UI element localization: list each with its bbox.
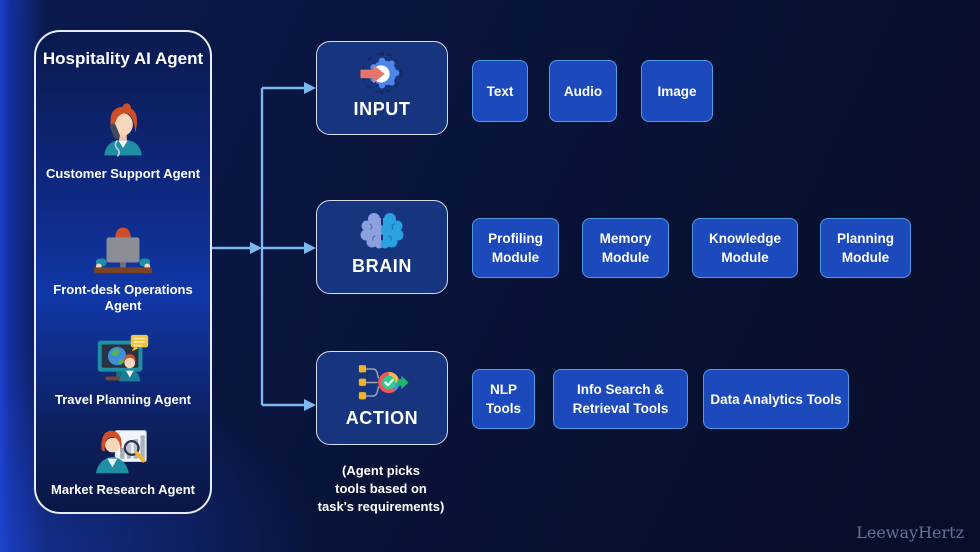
market-research-icon [95, 430, 147, 474]
tool-box-data-analytics-tools: Data Analytics Tools [703, 369, 849, 429]
tool-box-profiling-module: Profiling Module [472, 218, 559, 278]
module-label: INPUT [353, 99, 411, 119]
agent-item-travel-planning: Travel Planning Agent [43, 332, 203, 408]
agent-label: Customer Support Agent [45, 166, 201, 181]
agent-label: Front-desk Operations Agent [53, 282, 193, 313]
input-icon [360, 51, 404, 95]
tool-box-knowledge-module: Knowledge Module [692, 218, 798, 278]
customer-support-icon [104, 103, 142, 157]
action-caption: (Agent picks tools based on task's requi… [291, 462, 471, 516]
action-icon [358, 365, 409, 400]
tool-box-nlp-tools: NLP Tools [472, 369, 535, 429]
agent-label: Travel Planning Agent [54, 392, 192, 407]
agent-label: Market Research Agent [50, 482, 195, 497]
module-box-input: INPUT [316, 41, 448, 135]
tool-box-text: Text [472, 60, 528, 122]
agent-item-customer-support: Customer Support Agent [43, 100, 203, 182]
module-label: ACTION [345, 408, 419, 428]
tool-box-memory-module: Memory Module [582, 218, 669, 278]
tool-box-planning-module: Planning Module [820, 218, 911, 278]
leewayhertz-logo: LeewayHertz [856, 523, 964, 542]
front-desk-operations-icon [93, 227, 153, 274]
module-box-action: ACTION [316, 351, 448, 445]
travel-planning-icon [97, 334, 149, 382]
agent-item-front-desk: Front-desk Operations Agent [43, 218, 203, 314]
tool-box-audio: Audio [549, 60, 617, 122]
caption-line: (Agent picks [341, 463, 420, 478]
panel-title: Hospitality AI Agent [42, 49, 204, 68]
module-label: BRAIN [352, 256, 412, 276]
tool-box-info-search-retrieval: Info Search & Retrieval Tools [553, 369, 688, 429]
tool-box-image: Image [641, 60, 713, 122]
brain-icon [360, 213, 404, 249]
hospitality-ai-agent-panel: Hospitality AI Agent Customer Support Ag… [34, 30, 212, 514]
agent-item-market-research: Market Research Agent [43, 418, 203, 498]
module-box-brain: BRAIN [316, 200, 448, 294]
caption-line: tools based on [335, 481, 427, 496]
caption-line: task's requirements) [317, 499, 445, 514]
